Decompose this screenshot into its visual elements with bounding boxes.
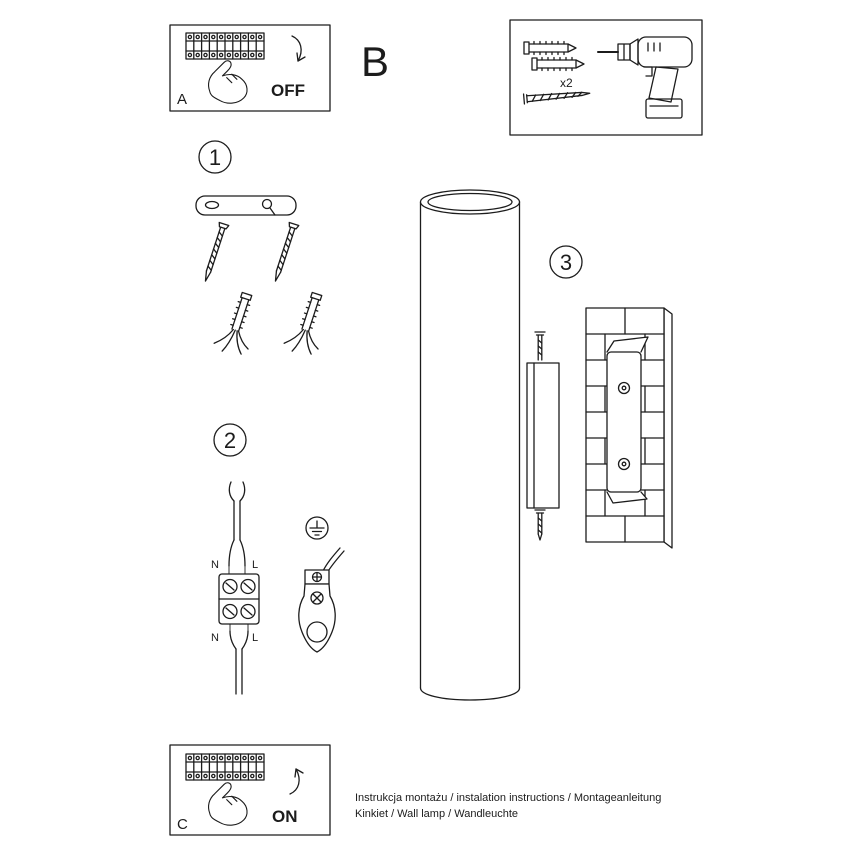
- wall-plug-icon: [281, 288, 335, 360]
- terminal-strip-icon: [185, 32, 265, 60]
- step-3: 3: [419, 189, 673, 701]
- wire-n-bottom-label: N: [211, 632, 219, 644]
- wall-plug-icon: [211, 288, 265, 360]
- step-2: 2 N L N L: [211, 423, 345, 695]
- plug-quantity-label: x2: [560, 76, 573, 90]
- mounting-bracket-drawing: [195, 195, 297, 216]
- tools-box: x2: [509, 19, 703, 136]
- earth-symbol-icon: [305, 516, 329, 540]
- step-1-number: 1: [209, 145, 221, 170]
- on-label: ON: [272, 807, 298, 826]
- outgoing-cable-drawing: [229, 623, 249, 695]
- step-3-number: 3: [560, 250, 572, 275]
- terminal-block-drawing: [218, 573, 260, 625]
- power-on-box: ON C: [169, 744, 331, 836]
- bracket-screw-bottom-icon: [534, 509, 546, 541]
- terminal-strip-icon: [185, 753, 265, 781]
- wall-plate-drawing: [606, 336, 649, 504]
- mains-cable-drawing: [228, 481, 246, 575]
- power-off-box: OFF A: [169, 24, 331, 112]
- bracket-screw-top-icon: [534, 331, 546, 361]
- footer-instructions: Instrukcja montażu / instalation instruc…: [355, 792, 661, 804]
- wire-l-top-label: L: [252, 559, 258, 571]
- step-2-number: 2: [224, 428, 236, 453]
- off-label: OFF: [271, 81, 305, 100]
- section-b-label: B: [361, 38, 389, 85]
- lamp-bracket-drawing: [526, 331, 560, 541]
- wire-l-bottom-label: L: [252, 632, 258, 644]
- lamp-tube-drawing: [419, 189, 521, 701]
- screw-icon: [200, 221, 230, 284]
- box-c-label: C: [177, 816, 188, 833]
- footer-product: Kinkiet / Wall lamp / Wandleuchte: [355, 808, 518, 820]
- step-3-badge: [549, 245, 583, 279]
- cable-connector-drawing: [298, 547, 345, 653]
- step-1: 1: [195, 140, 335, 360]
- screw-icon: [270, 221, 300, 284]
- tools-box-border: [509, 19, 703, 136]
- wire-n-top-label: N: [211, 559, 219, 571]
- step-2-badge: [213, 423, 247, 457]
- step-1-badge: [198, 140, 232, 174]
- box-a-label: A: [177, 91, 187, 108]
- drill-icon: [597, 36, 693, 119]
